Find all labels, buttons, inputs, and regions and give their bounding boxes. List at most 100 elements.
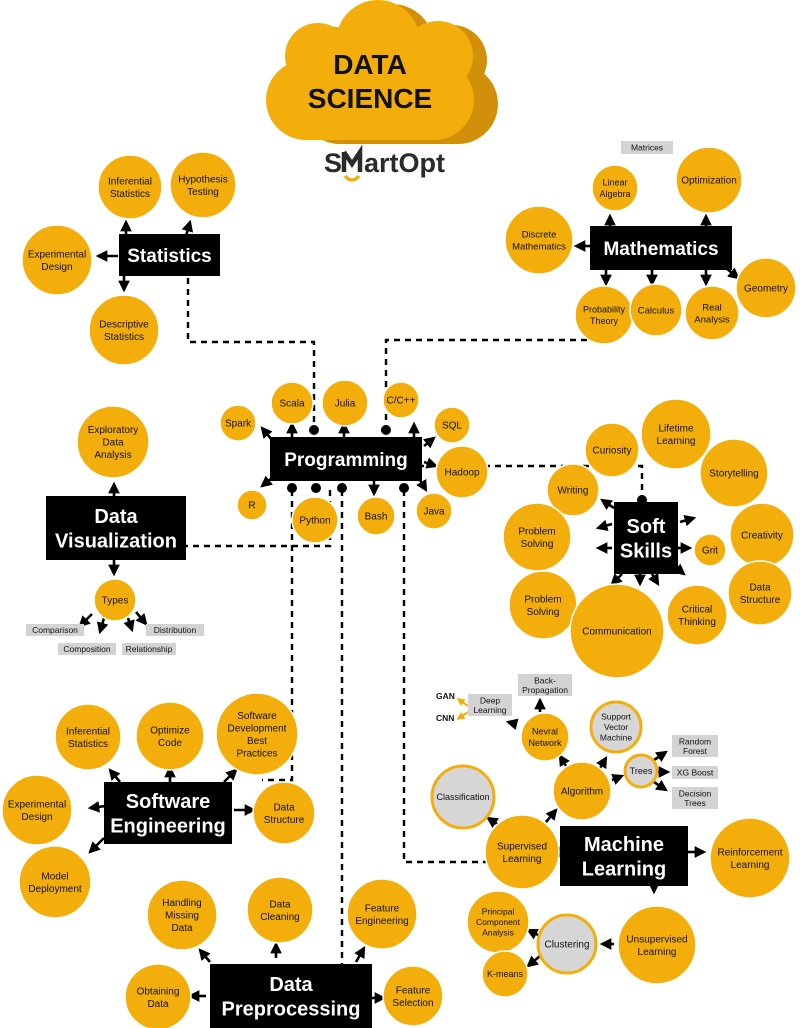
node-soft-writing: Writing xyxy=(546,463,600,517)
node-circle xyxy=(1,774,73,846)
node-label: Data xyxy=(171,923,193,934)
arr-types-dist xyxy=(135,611,148,626)
tag-matrices: Matrices xyxy=(621,141,673,154)
node-circle xyxy=(552,761,612,821)
arr-dl-gan xyxy=(456,698,469,707)
node-prog-julia: Julia xyxy=(321,379,369,427)
node-circle xyxy=(382,381,420,419)
node-label: R xyxy=(248,501,255,512)
tag-label: Decision xyxy=(679,788,712,798)
tag-label: Relationship xyxy=(126,644,173,654)
node-label: Solving xyxy=(521,539,554,550)
node-label: Design xyxy=(41,262,72,273)
node-label: Nevral xyxy=(532,727,558,737)
node-circle xyxy=(433,406,471,444)
node-label: Storytelling xyxy=(709,469,758,480)
node-circle xyxy=(693,533,727,567)
node-label: Structure xyxy=(740,595,781,606)
node-circle xyxy=(21,224,93,296)
hub-box xyxy=(614,502,678,574)
hub-label: Mathematics xyxy=(603,239,718,260)
node-ml-clustering: Clustering xyxy=(536,913,598,975)
node-label: Deployment xyxy=(28,884,82,895)
tag-label: XG Boost xyxy=(677,768,714,778)
node-label: Model xyxy=(41,871,68,882)
node-label: Hadoop xyxy=(444,468,479,479)
node-prog-scala: Scala xyxy=(270,381,314,425)
node-circle xyxy=(219,404,257,442)
arr-soft-creat xyxy=(679,514,697,527)
node-label: Analysis xyxy=(482,928,514,938)
node-label: Principal xyxy=(482,906,515,916)
node-label: Types xyxy=(102,596,129,607)
node-label: Experimental xyxy=(8,799,66,810)
node-circle xyxy=(591,164,639,212)
tag-label: Learning xyxy=(473,705,506,715)
node-label: Missing xyxy=(165,911,199,922)
node-label: K-means xyxy=(487,969,524,979)
node-label: Feature xyxy=(365,903,400,914)
node-math-geometry: Geometry xyxy=(735,257,797,319)
node-label: Java xyxy=(423,507,445,518)
node-label: Development xyxy=(228,723,287,734)
arr-types-rel xyxy=(123,617,135,633)
tag-box xyxy=(672,787,718,809)
node-circle xyxy=(93,578,137,622)
node-circle xyxy=(135,701,205,771)
node-label: Theory xyxy=(590,316,619,326)
node-label: Cleaning xyxy=(260,912,299,923)
node-circle xyxy=(236,489,268,521)
node-prog-spark: Spark xyxy=(219,404,257,442)
node-label: Mathematics xyxy=(512,241,566,252)
dash-stats-prog xyxy=(186,278,316,428)
node-circle xyxy=(675,146,743,214)
node-circle xyxy=(146,879,218,951)
tag-comparison: Comparison xyxy=(26,624,84,636)
node-label: Code xyxy=(158,738,182,749)
node-prog-java: Java xyxy=(415,492,453,530)
node-label: Learning xyxy=(503,854,542,865)
node-label: Problem xyxy=(524,594,561,605)
tag-label: Matrices xyxy=(631,143,663,153)
connector-dot xyxy=(399,483,409,493)
arr-dl-cnn xyxy=(456,711,469,720)
node-circle xyxy=(346,878,418,950)
node-circle xyxy=(666,584,728,646)
arr-alg-trees xyxy=(611,774,625,785)
node-label: Learning xyxy=(638,947,677,958)
tag-box xyxy=(518,674,572,696)
node-label: Geometry xyxy=(744,284,788,295)
node-circle xyxy=(124,963,192,1028)
hub-box xyxy=(210,964,372,1028)
tag-box xyxy=(621,141,673,154)
node-circle xyxy=(169,151,237,219)
node-circle xyxy=(504,205,574,275)
arr-clust-km xyxy=(526,955,541,968)
node-circle xyxy=(536,913,598,975)
arr-prog-hadoop xyxy=(423,457,439,469)
node-label: Statistics xyxy=(104,332,144,343)
hub-label: Data xyxy=(94,506,138,528)
node-circle xyxy=(546,463,600,517)
node-label: Descriptive xyxy=(99,319,149,330)
hub-box xyxy=(270,437,422,481)
node-circle xyxy=(640,398,712,470)
node-circle xyxy=(246,876,314,944)
node-label: Exploratory xyxy=(88,425,139,436)
connector-dot xyxy=(381,425,391,435)
hub-box xyxy=(119,234,220,276)
node-circle xyxy=(735,257,797,319)
node-label: Vector xyxy=(604,722,628,732)
node-label: Experimental xyxy=(28,249,86,260)
